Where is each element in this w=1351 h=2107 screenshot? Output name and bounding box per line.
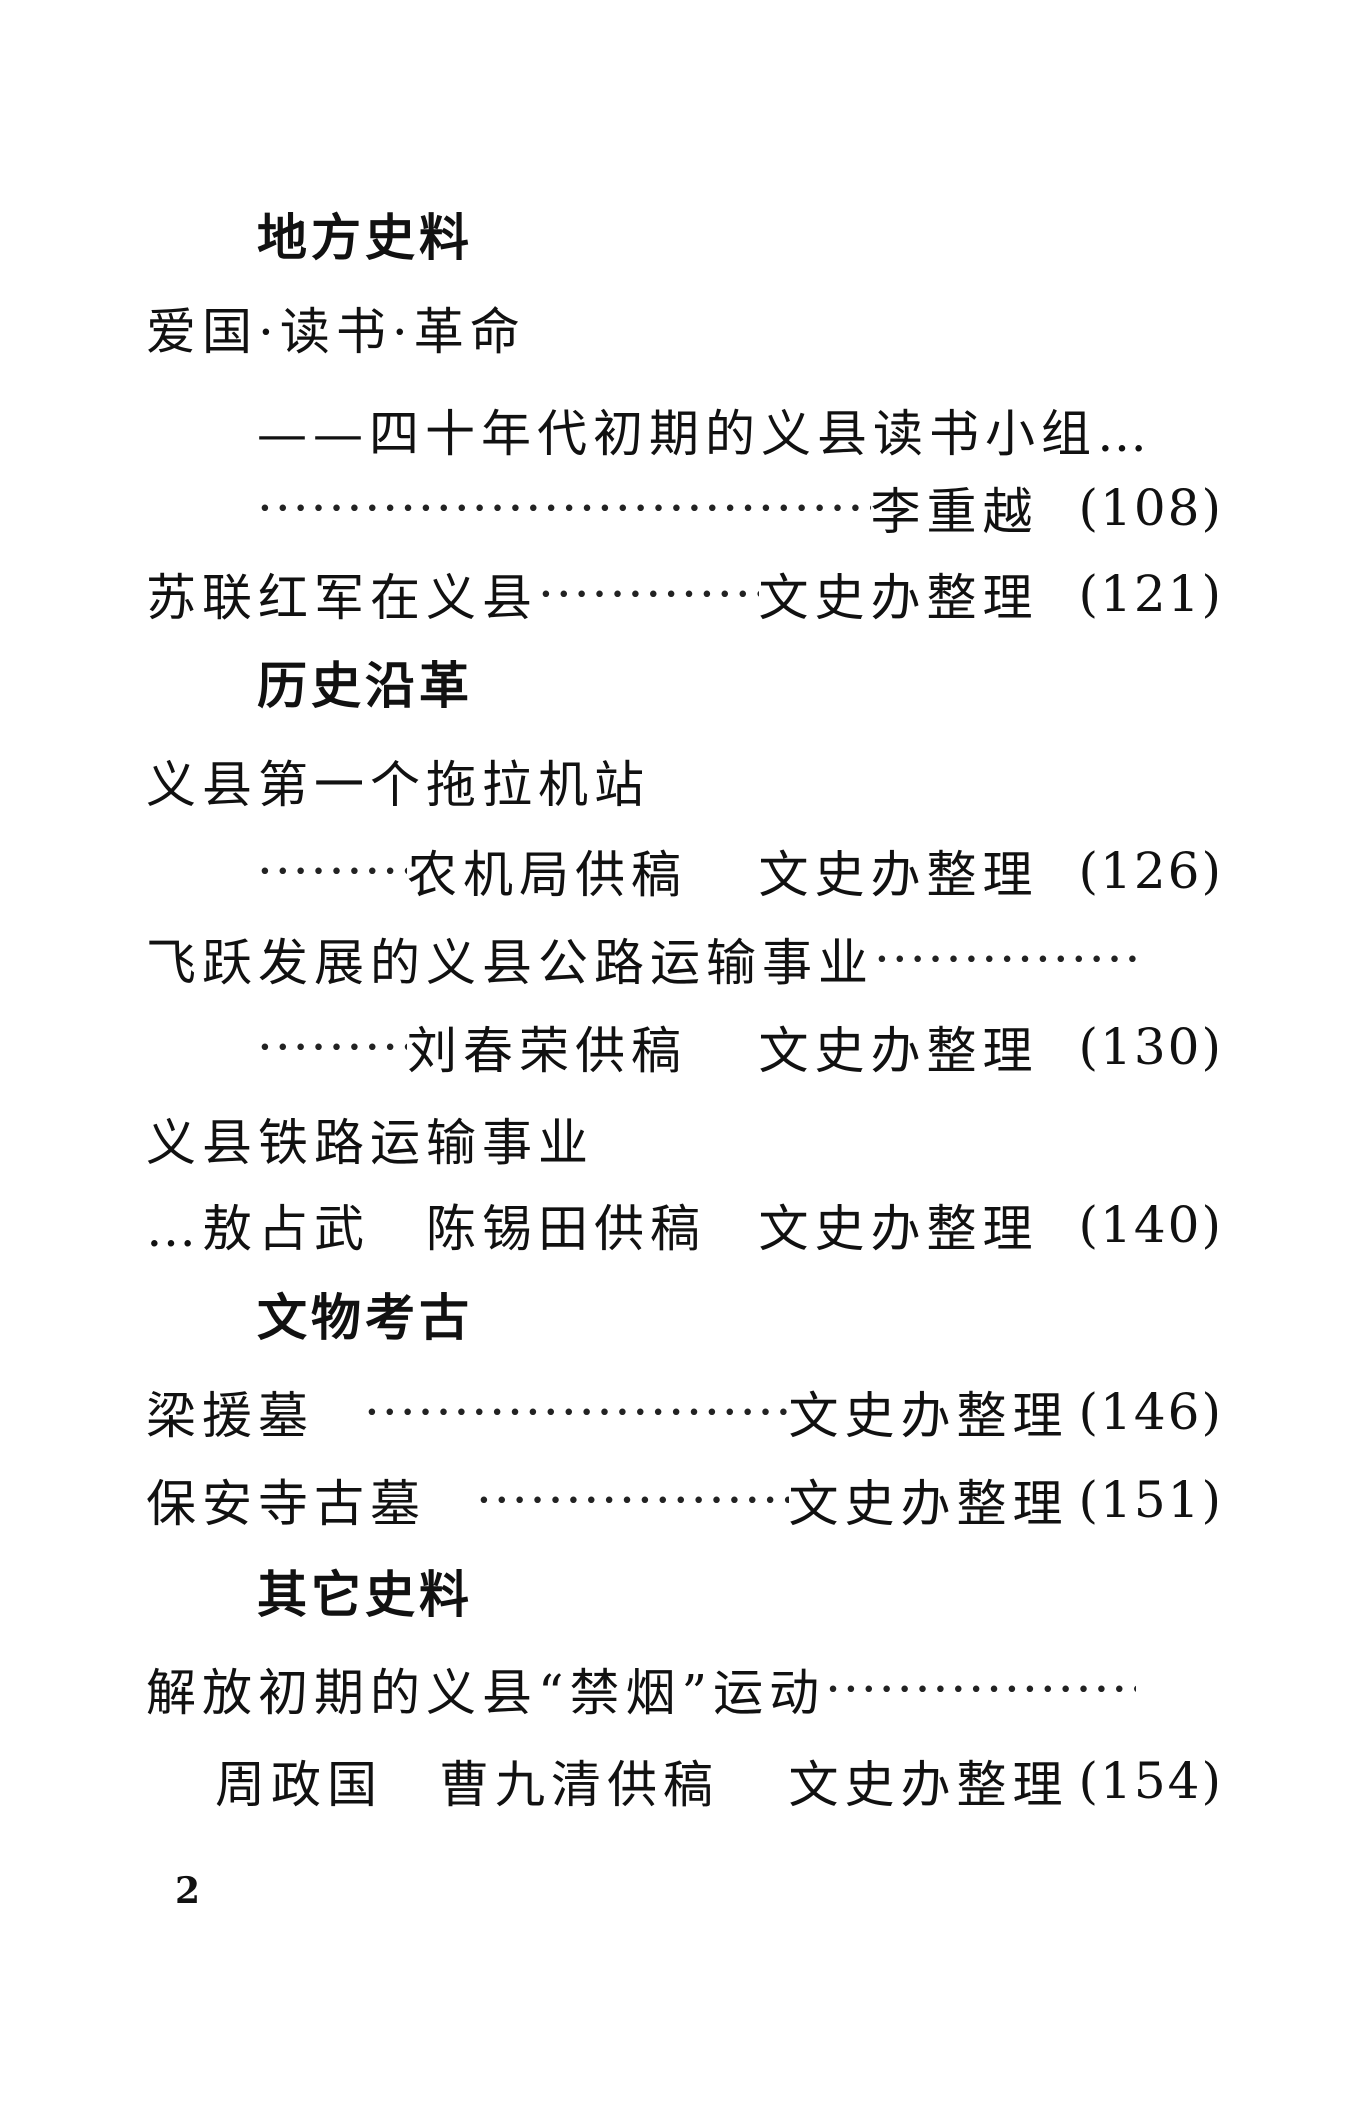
leader-dots: [476, 1471, 789, 1529]
toc-entry-line: 刘春荣供稿 文史办整理 (130): [257, 1012, 1223, 1082]
leader-dots: [257, 842, 407, 900]
toc-entry: 梁援墓 文史办整理 (146): [146, 1377, 1223, 1447]
toc-entry-line: 周政国 曹九清供稿 文史办整理 (154): [215, 1746, 1223, 1816]
leader-dots: [364, 1383, 789, 1441]
entry-author: 文史办整理: [758, 569, 1039, 627]
entry-author: 文史办整理: [758, 846, 1039, 904]
toc-entry-title: 解放初期的义县“禁烟”运动: [146, 1654, 1136, 1724]
entry-page: (140): [1078, 1196, 1223, 1254]
leader-dots: [257, 1018, 407, 1076]
entry-contributor: 刘春荣供稿: [407, 1022, 687, 1080]
toc-entry-title: 义县第一个拖拉机站: [146, 746, 1223, 816]
toc-entry-line: 农机局供稿 文史办整理 (126): [257, 836, 1223, 906]
leader-dots: [257, 479, 871, 537]
entry-contributor: …敖占武 陈锡田供稿: [146, 1200, 706, 1258]
toc-entry-title: 义县铁路运输事业: [146, 1104, 1223, 1174]
section-heading: 地方史料: [257, 209, 473, 267]
entry-page: (146): [1078, 1383, 1223, 1441]
entry-page: (130): [1078, 1018, 1223, 1076]
entry-author: 文史办整理: [788, 1756, 1069, 1814]
section-heading: 历史沿革: [257, 657, 473, 715]
section-heading: 文物考古: [257, 1289, 473, 1347]
toc-entry-title: 爱国·读书·革命: [146, 293, 1223, 363]
toc-entry-line: 李重越 (108): [257, 473, 1223, 543]
leader-dots: [874, 930, 1136, 988]
entry-title: 飞跃发展的义县公路运输事业: [146, 934, 874, 992]
page-number: 2: [175, 1870, 201, 1912]
entry-subtitle: ——四十年代初期的义县读书小组…: [257, 405, 1153, 463]
entry-title: 梁援墓: [146, 1387, 314, 1445]
toc-entry-line: …敖占武 陈锡田供稿 文史办整理 (140): [146, 1190, 1223, 1260]
entry-contributor: 周政国 曹九清供稿: [215, 1756, 719, 1814]
entry-page: (151): [1078, 1471, 1223, 1529]
entry-title: 保安寺古墓: [146, 1475, 426, 1533]
entry-author: 李重越: [870, 483, 1039, 541]
entry-author: 文史办整理: [758, 1022, 1039, 1080]
entry-title: 爱国·读书·革命: [146, 303, 526, 361]
toc-entry-subtitle: ——四十年代初期的义县读书小组…: [257, 395, 1223, 465]
entry-title: 解放初期的义县“禁烟”运动: [146, 1664, 826, 1722]
section-heading: 其它史料: [257, 1566, 473, 1624]
toc-entry-title: 飞跃发展的义县公路运输事业: [146, 924, 1136, 994]
entry-page: (121): [1078, 565, 1223, 623]
entry-contributor: 农机局供稿: [407, 846, 687, 904]
leader-dots: [825, 1660, 1136, 1718]
entry-title: 苏联红军在义县: [146, 569, 538, 627]
entry-author: 文史办整理: [788, 1387, 1069, 1445]
entry-author: 文史办整理: [788, 1475, 1069, 1533]
entry-author: 文史办整理: [758, 1200, 1039, 1258]
leader-dots: [538, 565, 759, 623]
toc-entry: 苏联红军在义县 文史办整理 (121): [146, 559, 1223, 629]
toc-entry: 保安寺古墓 文史办整理 (151): [146, 1465, 1223, 1535]
entry-page: (154): [1078, 1752, 1223, 1810]
entry-page: (108): [1078, 479, 1223, 537]
entry-title: 义县铁路运输事业: [146, 1114, 594, 1172]
entry-title: 义县第一个拖拉机站: [146, 756, 650, 814]
entry-page: (126): [1078, 842, 1223, 900]
